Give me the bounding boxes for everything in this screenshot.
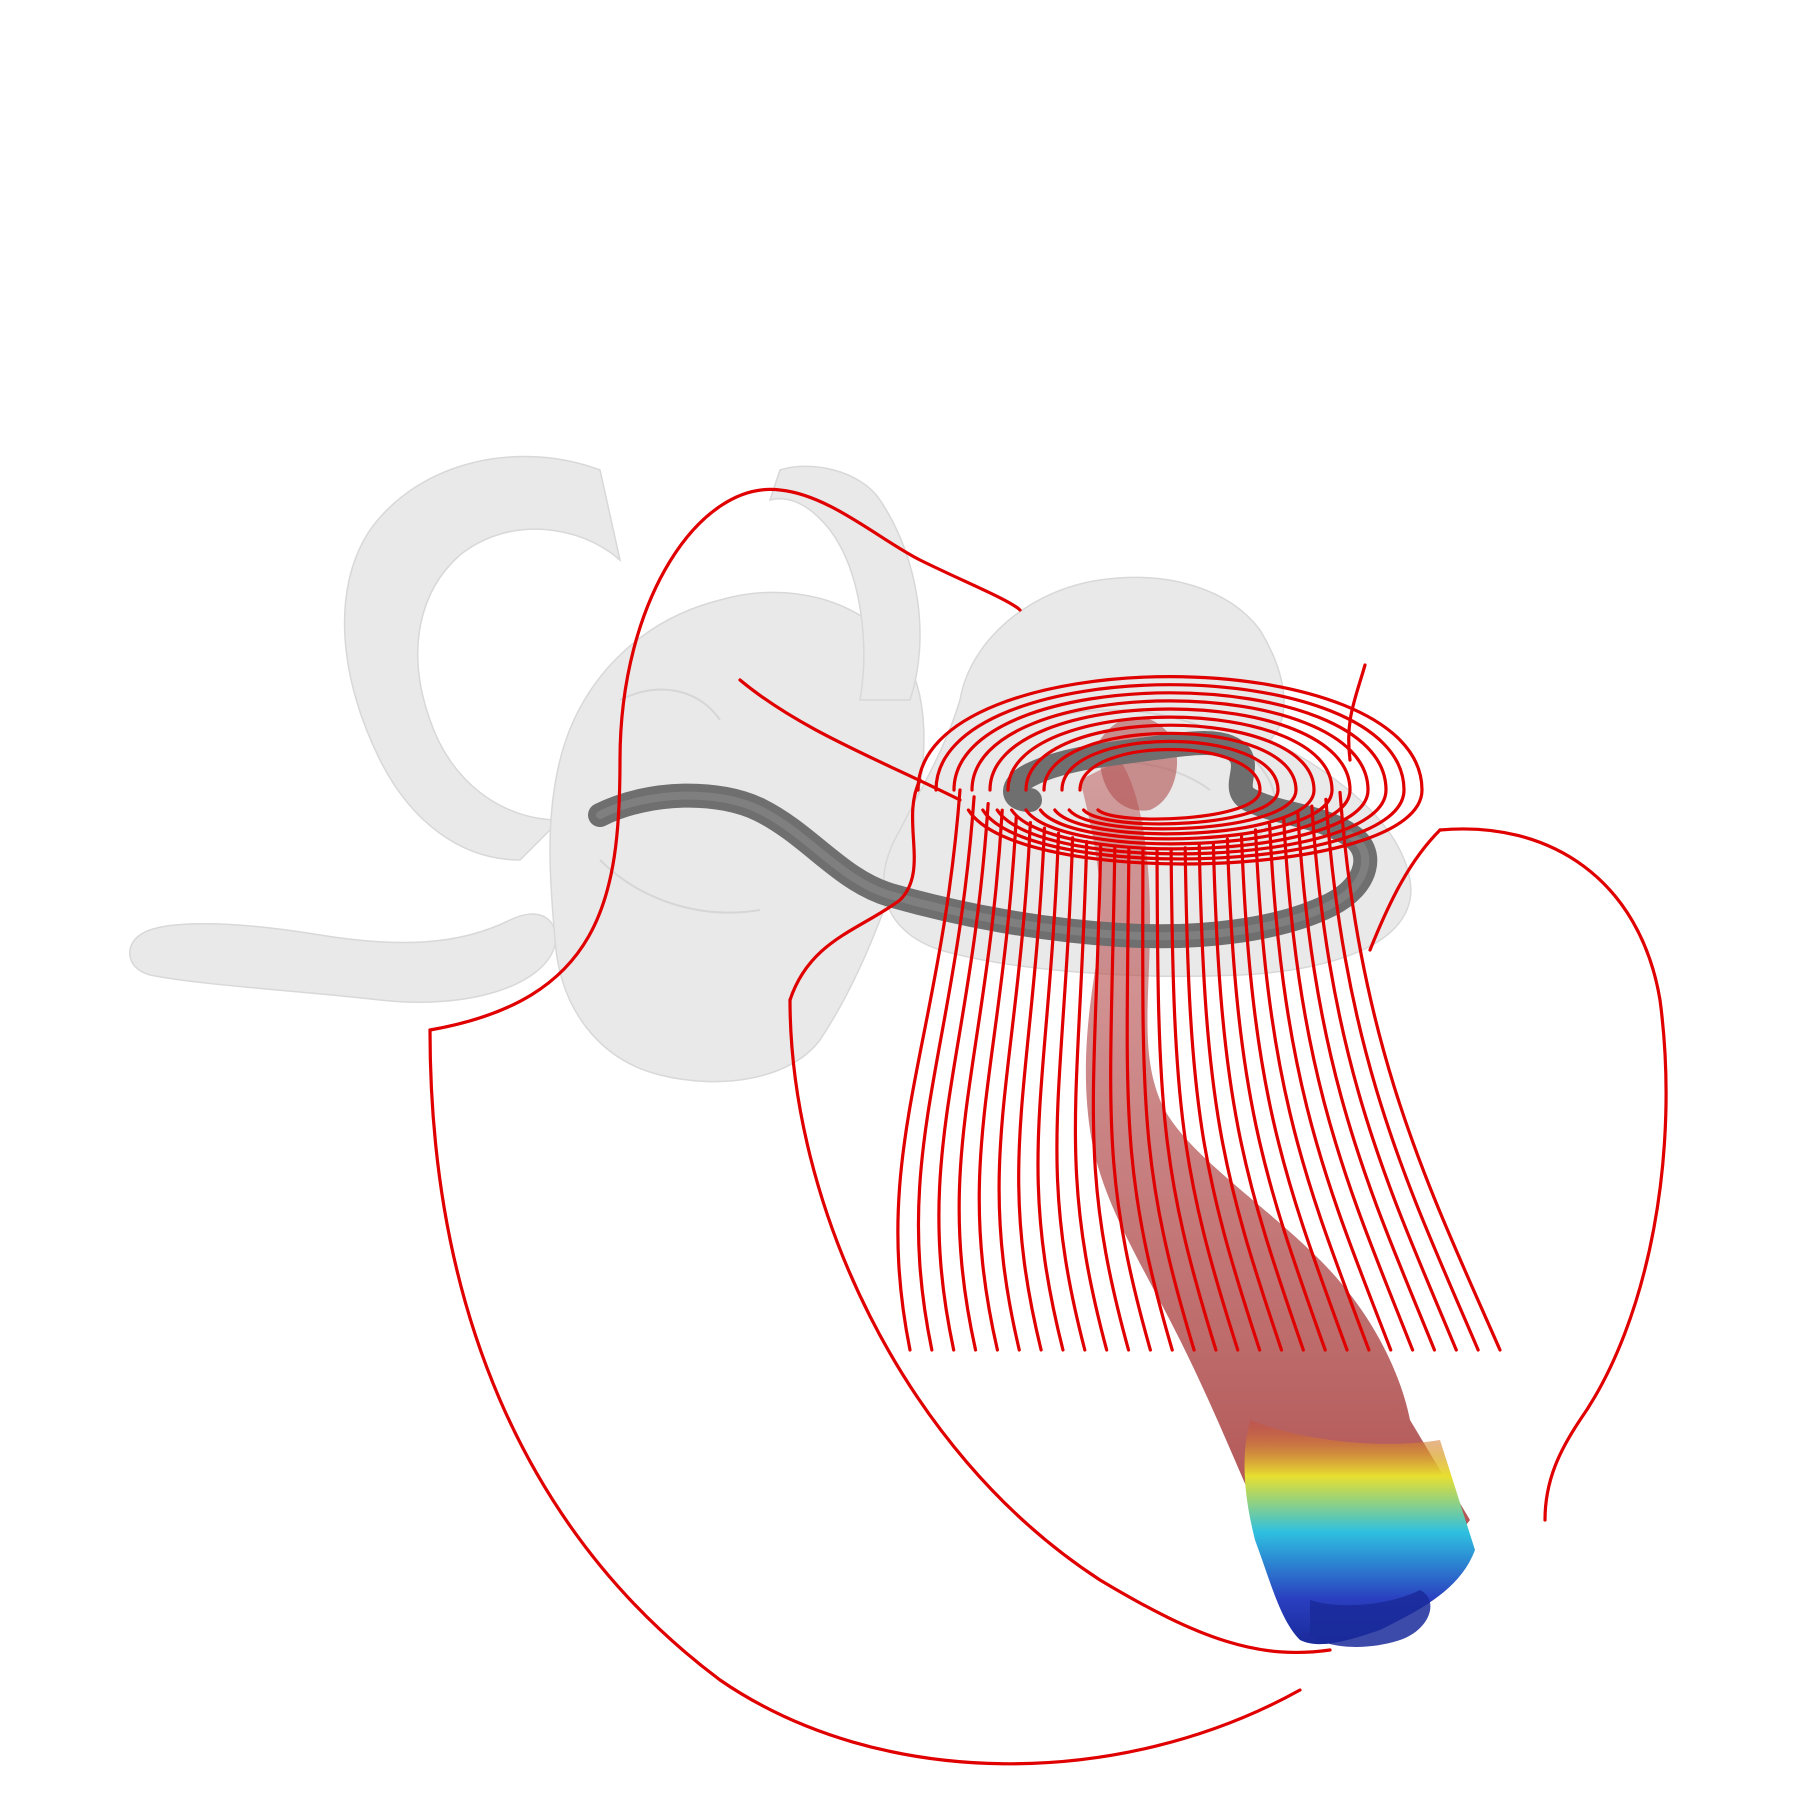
nerve-fiber bbox=[1141, 848, 1196, 1352]
vestibule-ridge-2 bbox=[599, 859, 761, 914]
nerve-fiber-outer bbox=[428, 1028, 1302, 1766]
superior-canal bbox=[768, 465, 921, 701]
semicircular-canal bbox=[343, 455, 622, 861]
nerve-fiber bbox=[1310, 804, 1458, 1352]
nerve-fiber-loop bbox=[970, 699, 1370, 851]
nerve-fiber-outer bbox=[1368, 828, 1442, 952]
nerve-fiber bbox=[1055, 836, 1087, 1352]
nerve-fiber bbox=[896, 788, 962, 1352]
nerve-fiber bbox=[1091, 843, 1131, 1352]
nerve-fiber-loop bbox=[916, 675, 1424, 866]
nerve-fiber bbox=[1282, 817, 1415, 1352]
nerve-fiber bbox=[1211, 841, 1305, 1352]
nerve-fiber-stub bbox=[1347, 663, 1367, 762]
nerve-fiber-outer bbox=[788, 998, 1332, 1654]
nerve-fiber bbox=[1296, 810, 1437, 1352]
nerve-fiber bbox=[1268, 823, 1393, 1352]
nerve-fiber bbox=[1169, 847, 1240, 1352]
nerve-fiber bbox=[1125, 847, 1174, 1352]
nerve-fiber bbox=[977, 814, 1018, 1352]
nerve-fiber-outer bbox=[1438, 827, 1668, 1522]
nerve-fiber bbox=[1253, 828, 1371, 1352]
nerve-fiber bbox=[937, 802, 990, 1352]
nerve-fiber bbox=[957, 808, 1004, 1352]
nerve-fiber bbox=[1324, 797, 1480, 1352]
nerve-fiber bbox=[1155, 848, 1218, 1352]
nerve-fiber-loop bbox=[934, 683, 1406, 861]
vestibule bbox=[549, 591, 925, 1083]
nerve-fiber bbox=[1036, 831, 1065, 1352]
nerve-fiber-stub bbox=[738, 678, 962, 802]
nerve-fiber-loop bbox=[1042, 731, 1298, 831]
heatmap-shadow bbox=[1310, 1590, 1431, 1647]
nerve-fiber-loop bbox=[1006, 715, 1334, 841]
nerve-trunk bbox=[1080, 760, 1470, 1568]
vestibule-ridge bbox=[619, 688, 721, 721]
nerve-fiber-loop bbox=[952, 691, 1388, 856]
nerve-fiber bbox=[997, 820, 1032, 1352]
nerve-fiber bbox=[1109, 845, 1152, 1352]
lateral-canal bbox=[129, 913, 557, 1003]
nerve-fiber-loop bbox=[1024, 723, 1316, 836]
nerve-fiber-outer bbox=[788, 778, 922, 1002]
stimulation-heatmap bbox=[1244, 1420, 1475, 1647]
nerve-fiber bbox=[1073, 839, 1109, 1352]
nerve-fiber-loop bbox=[988, 707, 1352, 846]
nerve-fiber bbox=[1197, 844, 1284, 1352]
nerve-fiber-loop bbox=[1078, 748, 1262, 821]
nerve-fiber bbox=[1017, 826, 1047, 1352]
nerve-fiber bbox=[1239, 833, 1349, 1352]
nerve-fiber-tracts bbox=[428, 487, 1668, 1766]
nerve-fiber bbox=[1338, 790, 1502, 1352]
nerve-fiber bbox=[1225, 837, 1327, 1352]
nerve-fiber bbox=[1183, 846, 1262, 1352]
nerve-fiber bbox=[916, 795, 976, 1352]
heatmap-region bbox=[1244, 1420, 1475, 1645]
nerve-fiber-loop bbox=[1060, 739, 1280, 826]
nerve-fiber-outer bbox=[428, 487, 1022, 1032]
